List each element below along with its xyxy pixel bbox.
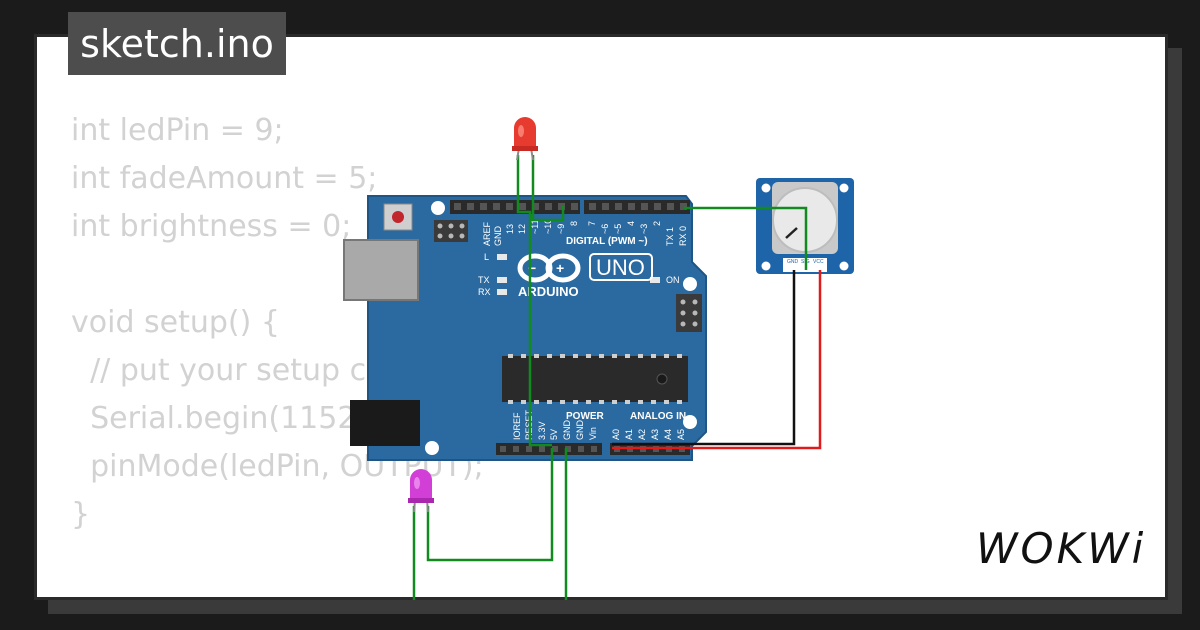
board-brand: ARDUINO (518, 284, 579, 299)
pot-pin-label: GND (787, 259, 799, 265)
led-on (650, 277, 660, 283)
chip-notch (656, 373, 668, 385)
digital-pin-label: 7 (587, 221, 597, 226)
arduino-logo-plus: + (556, 260, 564, 276)
red-led-highlight (518, 125, 524, 137)
power-label: POWER (566, 411, 605, 422)
mounting-hole (683, 415, 697, 429)
power-jack (350, 400, 420, 446)
power-pin-label: Vin (588, 427, 598, 440)
power-pin-label: GND (575, 420, 585, 441)
wires (412, 155, 822, 600)
power-pin-label: GND (562, 420, 572, 441)
on-led-label: ON (666, 275, 680, 285)
code-line: pinMode(ledPin, OUTPUT); (71, 449, 484, 484)
wire-green-led-cathode (516, 155, 552, 447)
wire-green-gnd-led2 (426, 448, 554, 562)
pot-hole (839, 261, 849, 271)
arduino-uno-board[interactable]: AREF GND 13 12 ~11 ~10 ~9 8 7 ~6 ~5 4 ~3… (343, 195, 707, 461)
reset-button-cap[interactable] (392, 211, 404, 223)
icsp2-header (676, 294, 702, 332)
red-led[interactable] (512, 117, 538, 161)
power-header (496, 443, 602, 455)
digital-header-holes (454, 203, 687, 210)
digital-pin-label: RX 0 (678, 226, 688, 246)
icsp-header (434, 220, 468, 242)
pot-hole (761, 183, 771, 193)
led-tx-label: TX (478, 275, 490, 285)
led-rx-label: RX (478, 287, 491, 297)
digital-pin-label: 2 (652, 221, 662, 226)
sketch-title-tab[interactable]: sketch.ino (68, 12, 286, 75)
magenta-led-highlight (414, 477, 420, 489)
digital-header-label: DIGITAL (PWM ~) (566, 236, 648, 247)
pot-hole (761, 261, 771, 271)
usb-port (343, 239, 419, 301)
led-l-label: L (484, 252, 489, 262)
code-line: int brightness = 0; (71, 209, 352, 244)
icsp-pins (437, 223, 465, 239)
led-tx (497, 277, 507, 283)
digital-header-right (584, 200, 690, 214)
wire-green-signal (684, 206, 808, 270)
wire-black-gnd (612, 270, 796, 446)
magenta-led-body (410, 469, 432, 502)
led-rx (497, 289, 507, 295)
wire-green-pin9-led (531, 155, 565, 222)
pot-pin-label: VCC (813, 259, 824, 265)
code-line: void loop() { (71, 587, 499, 597)
digital-pin-label: ~3 (639, 224, 649, 234)
digital-pin-label: 13 (505, 224, 515, 234)
magenta-led-rim (408, 498, 434, 503)
power-pin-label: 5V (549, 429, 559, 440)
analog-pin-label: A3 (650, 429, 660, 440)
analog-pin-label: A2 (637, 429, 647, 440)
red-led-body (514, 117, 536, 150)
digital-pin-label: AREF (482, 221, 492, 246)
mounting-hole (425, 441, 439, 455)
code-line: } (71, 497, 91, 532)
analog-pin-label: A4 (663, 429, 673, 440)
digital-pin-label: ~5 (613, 224, 623, 234)
digital-pin-label: ~11 (530, 219, 540, 234)
analog-pin-label: A5 (676, 429, 686, 440)
wire-red-vcc (612, 270, 822, 450)
analog-pin-label: A1 (624, 429, 634, 440)
sketch-title: sketch.ino (80, 21, 274, 66)
analog-label: ANALOG IN (630, 411, 686, 422)
led-l (497, 254, 507, 260)
board-model: UNO (596, 255, 645, 280)
arduino-logo-minus: − (528, 260, 536, 276)
code-line: int ledPin = 9; (71, 113, 284, 148)
red-led-rim (512, 146, 538, 151)
pot-knob-indicator (785, 227, 798, 239)
digital-pin-label: ~6 (600, 224, 610, 234)
analog-pin-label: A0 (611, 429, 621, 440)
digital-pin-label: TX 1 (665, 227, 675, 246)
digital-pin-label: ~9 (556, 224, 566, 234)
arduino-logo-icon (517, 253, 581, 283)
power-pin-label: 3.3V (537, 421, 547, 440)
wokwi-logo: WOKWi (976, 524, 1147, 573)
mounting-hole (431, 201, 445, 215)
pot-hole (839, 183, 849, 193)
digital-pin-label: 4 (626, 221, 636, 226)
digital-pin-label: ~10 (543, 219, 553, 234)
mounting-hole (683, 277, 697, 291)
code-line: int fadeAmount = 5; (71, 161, 378, 196)
digital-pin-label: 8 (569, 221, 579, 226)
uno-badge (589, 253, 653, 281)
digital-pin-label: GND (493, 226, 503, 247)
magenta-led[interactable] (408, 469, 434, 513)
chip-pins (508, 354, 682, 404)
icsp2-pins (680, 299, 698, 327)
power-pin-label: IOREF (512, 412, 522, 440)
code-line: void setup() { (71, 305, 280, 340)
digital-pin-label: 12 (517, 224, 527, 234)
